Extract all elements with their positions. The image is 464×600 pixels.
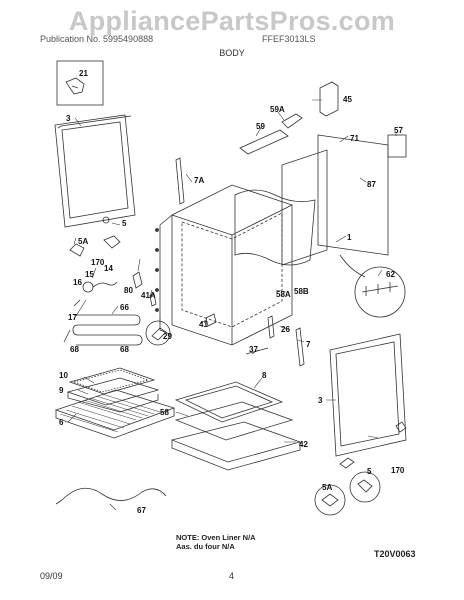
- footer-page-number: 4: [229, 571, 235, 581]
- rear-panel-71: [317, 134, 389, 256]
- label-part-9: 9: [59, 386, 64, 395]
- diagram-code: T20V0063: [374, 549, 416, 559]
- label-part-58: 58: [160, 408, 169, 417]
- note-line-2: Aas. du four N/A: [176, 542, 235, 551]
- label-part-16: 16: [73, 278, 82, 287]
- door-panel-right: [329, 333, 407, 457]
- label-part-8: 8: [262, 371, 267, 380]
- section-title: BODY: [219, 48, 245, 58]
- label-part-68-left: 68: [70, 345, 79, 354]
- label-part-71: 71: [350, 134, 359, 143]
- label-part-21: 21: [79, 69, 88, 78]
- label-part-87: 87: [367, 180, 376, 189]
- label-57: [387, 134, 407, 158]
- note-line-1: NOTE: Oven Liner N/A: [176, 533, 256, 542]
- label-part-170-upper: 170: [91, 258, 105, 267]
- label-part-62: 62: [386, 270, 395, 279]
- part-80: [132, 271, 143, 289]
- drawer-bottom-42: [170, 421, 302, 463]
- label-part-26: 26: [281, 325, 290, 334]
- label-part-41: 41: [199, 320, 208, 329]
- label-part-29: 29: [163, 332, 172, 341]
- label-part-66: 66: [120, 303, 129, 312]
- bracket-45: [319, 81, 339, 117]
- label-part-42: 42: [299, 440, 308, 449]
- label-part-58A: 58A: [276, 290, 291, 299]
- label-part-1: 1: [347, 233, 352, 242]
- side-trim-7: [295, 327, 305, 367]
- publication-number: Publication No. 5995490888: [40, 34, 154, 44]
- label-part-80: 80: [124, 286, 133, 295]
- part-21-clip: [65, 77, 85, 95]
- label-part-5-upper: 5: [122, 219, 127, 228]
- label-part-5A-lower: 5A: [322, 483, 333, 492]
- label-part-7: 7: [306, 340, 311, 349]
- hinge-5A-upper: [69, 243, 85, 257]
- door-panel-left-inner: [61, 121, 129, 219]
- label-part-57: 57: [394, 126, 403, 135]
- sensor-part-16: [82, 281, 94, 293]
- label-part-5A-upper: 5A: [78, 237, 89, 246]
- label-part-17: 17: [68, 313, 77, 322]
- side-trim-7A: [175, 157, 185, 205]
- part-62-inset: [354, 266, 406, 318]
- part-5A-inset: [314, 484, 346, 516]
- label-part-14: 14: [104, 264, 113, 273]
- label-part-59A: 59A: [270, 105, 285, 114]
- footer-date: 09/09: [40, 571, 63, 581]
- label-part-67: 67: [137, 506, 146, 515]
- label-part-37: 37: [249, 345, 258, 354]
- broil-element-67: [61, 487, 167, 501]
- bake-element-66: [72, 314, 143, 346]
- label-part-58B: 58B: [294, 287, 309, 296]
- part-26: [267, 315, 275, 339]
- part-170-lower: [339, 457, 355, 469]
- label-part-41A: 41A: [141, 291, 156, 300]
- label-part-3-right: 3: [318, 396, 323, 405]
- part-21-inset-box: [56, 60, 104, 106]
- label-part-10: 10: [59, 371, 68, 380]
- part-41: [205, 313, 217, 327]
- drawer-liner-58: [174, 401, 294, 441]
- oven-cavity: [171, 184, 293, 346]
- model-number: FFEF3013LS: [262, 34, 316, 44]
- label-part-45: 45: [343, 95, 352, 104]
- label-part-6: 6: [59, 418, 64, 427]
- part-41A: [149, 293, 157, 307]
- insulation-blanket: [234, 189, 316, 266]
- watermark: AppliancePartsPros.com: [68, 6, 396, 36]
- rear-wiring-panel: [281, 149, 328, 266]
- label-part-3-left: 3: [66, 114, 71, 123]
- label-part-7A: 7A: [194, 176, 205, 185]
- door-panel-left: [54, 114, 136, 228]
- broil-pan-insert-10: [68, 367, 156, 395]
- label-part-59: 59: [256, 122, 265, 131]
- part-29-inset: [145, 320, 171, 346]
- label-part-5-lower: 5: [367, 467, 372, 476]
- screw-5a: [102, 216, 110, 224]
- oven-bottom-8: [174, 381, 284, 423]
- strip-59: [239, 129, 289, 155]
- label-part-15: 15: [85, 270, 94, 279]
- label-part-170-lower: 170: [391, 466, 405, 475]
- label-part-68-right: 68: [120, 345, 129, 354]
- bracket-59A: [281, 113, 303, 129]
- part-5-inset: [349, 471, 381, 503]
- broil-pan-9: [66, 377, 160, 406]
- oven-liner-note: NOTE: Oven Liner N/A Aas. du four N/A: [176, 533, 256, 551]
